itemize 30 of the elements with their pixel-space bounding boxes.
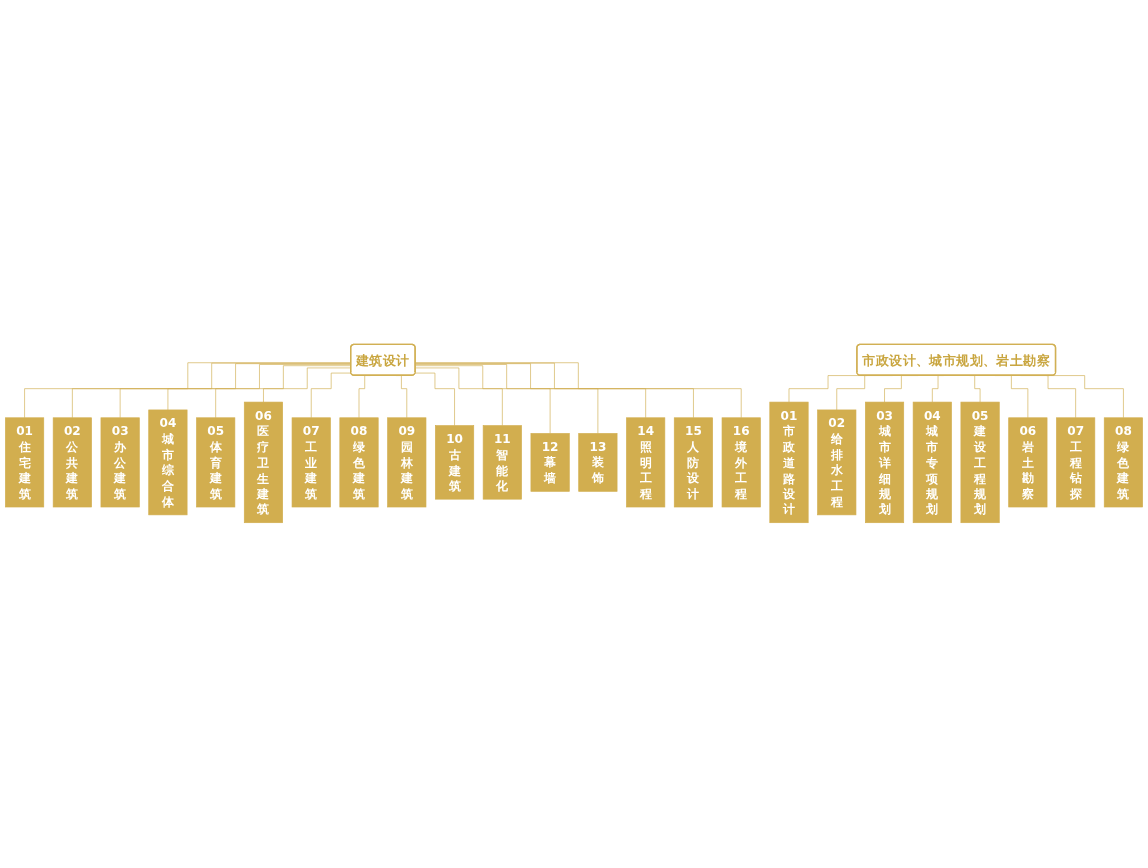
node-box: 02 给排水工程 [817, 410, 857, 516]
connector [415, 364, 599, 435]
node-box: 04 城市专项规划 [912, 402, 952, 524]
node-box: 06 岩土勘察 [1008, 417, 1048, 508]
node-box: 07 工业建筑 [291, 417, 331, 508]
node-box: 01 住宅建筑 [5, 417, 45, 508]
node-box: 01 市政道路设计 [769, 402, 809, 524]
node-box: 02 公共建筑 [52, 417, 92, 508]
node-box: 10 古建筑 [435, 425, 475, 500]
node-box: 03 城市详细规划 [865, 402, 905, 524]
connector [415, 368, 503, 427]
node-box: 07 工程钻探 [1056, 417, 1096, 508]
connector [415, 363, 694, 419]
node-box: 03 办公建筑 [100, 417, 140, 508]
node-box: 08 绿色建筑 [339, 417, 379, 508]
node-box: 14 照明工程 [626, 417, 666, 508]
node-box: 11 智能化 [482, 425, 522, 500]
node-box: 15 人防设计 [673, 417, 713, 508]
node-box: 06 医疗卫生建筑 [243, 402, 283, 524]
node-box: 12 幕墙 [530, 433, 570, 493]
node-box: 08 绿色建筑 [1103, 417, 1143, 508]
node-box: 04 城市综合体 [148, 410, 188, 516]
node-box: 16 境外工程 [721, 417, 761, 508]
node-box: 05 体育建筑 [196, 417, 236, 508]
node-box: 13 装饰 [578, 433, 618, 493]
connector [415, 365, 551, 435]
node-box: 05 建设工程规划 [960, 402, 1000, 524]
connector [415, 362, 742, 419]
connector [415, 373, 455, 427]
node-box: 09 园林建筑 [387, 417, 427, 508]
